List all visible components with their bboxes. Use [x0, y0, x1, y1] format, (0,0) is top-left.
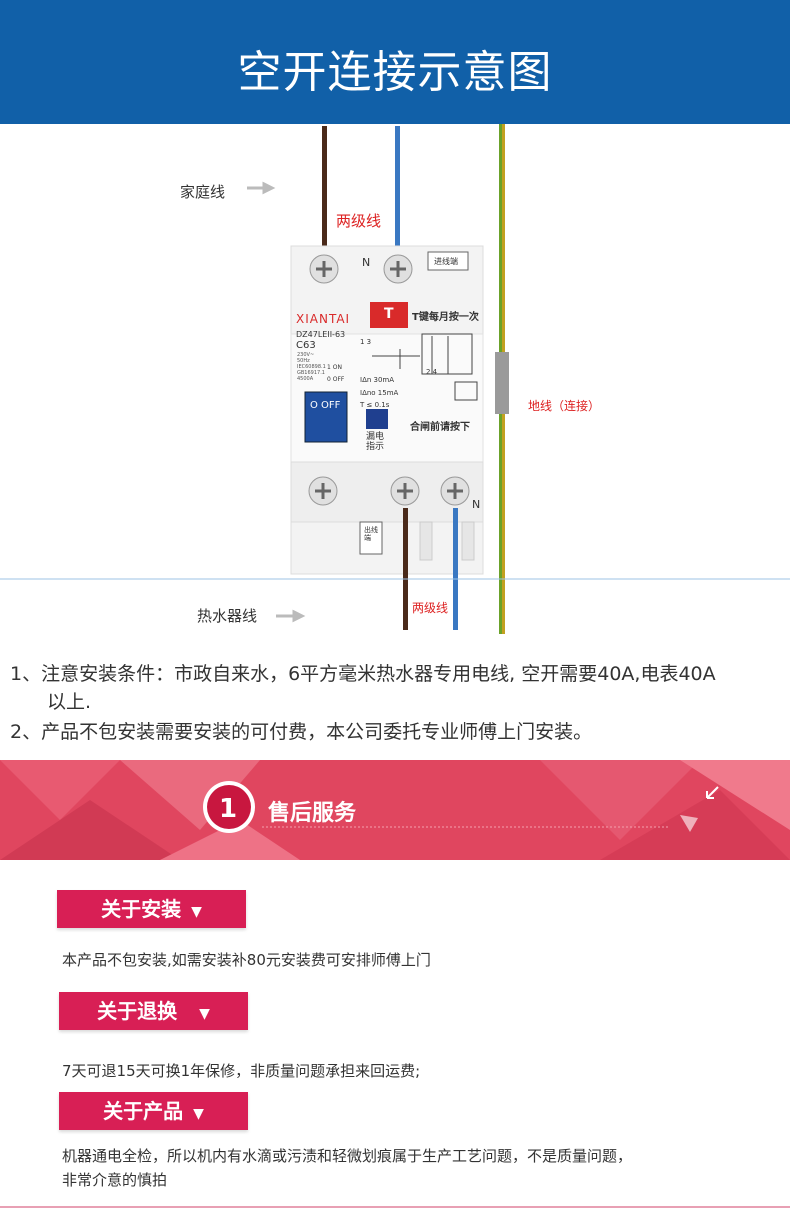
- tag-about-product-label: 关于产品: [103, 1099, 184, 1123]
- after-sales-banner: 1 售后服务: [0, 760, 790, 860]
- n-bottom-label: N: [472, 498, 481, 511]
- triangle-down-icon: ▼: [191, 904, 202, 920]
- arrow-icon-household: [247, 181, 276, 195]
- switch-on-label: 1 ON: [327, 364, 342, 371]
- tag-about-install: 关于安装 ▼: [57, 890, 246, 928]
- blue-wire-bottom: [453, 508, 458, 630]
- idn-label: IΔn 30mA: [360, 376, 395, 384]
- ground-connector: [495, 352, 509, 414]
- label-two-wire-bottom: 两级线: [412, 601, 449, 615]
- switch-off-label: 0 OFF: [327, 376, 345, 383]
- tag-about-install-label: 关于安装: [101, 897, 182, 921]
- breaker-model: DZ47LEII-63: [296, 330, 346, 339]
- tag-about-product: 关于产品 ▼: [59, 1092, 248, 1130]
- tag-about-return: 关于退换 ▼: [59, 992, 248, 1030]
- n-top-label: N: [362, 256, 371, 269]
- install-notes: 1、注意安装条件：市政自来水，6平方毫米热水器专用电线, 空开需要40A,电表4…: [10, 660, 785, 746]
- page-title: 空开连接示意图: [237, 47, 553, 98]
- trip-time-label: T ≤ 0.1s: [360, 401, 390, 409]
- note-line-1: 1、注意安装条件：市政自来水，6平方毫米热水器专用电线, 空开需要40A,电表4…: [10, 663, 716, 685]
- brown-wire-top: [322, 126, 327, 248]
- arrow-icon-water-heater: [276, 609, 306, 623]
- banner-background: [0, 760, 790, 860]
- leak-indicator: [366, 409, 388, 429]
- bottom-divider: [0, 1206, 790, 1208]
- label-two-wire-top: 两级线: [336, 212, 382, 230]
- note-line-2: 2、产品不包安装需要安装的可付费，本公司委托专业师傅上门安装。: [10, 721, 593, 743]
- reset-note: 合闸前请按下: [410, 422, 470, 433]
- breaker-brand: XIANTAI: [296, 312, 351, 326]
- terminals-bottom: 2 4: [426, 368, 438, 376]
- return-text: 7天可退15天可换1年保修，非质量问题承担来回运费;: [62, 1062, 421, 1080]
- blue-wire-top: [395, 126, 400, 248]
- triangle-down-icon: ▼: [199, 1006, 210, 1022]
- test-button-label: T: [384, 306, 394, 322]
- label-water-heater-wire: 热水器线: [197, 607, 258, 625]
- breaker-spec-5: 4500A: [297, 376, 314, 382]
- breaker-spec-1: 230V~: [297, 352, 315, 358]
- leak-label: 漏电指示: [366, 432, 385, 452]
- product-text-1: 机器通电全检，所以机内有水滴或污渍和轻微划痕属于生产工艺问题，不是质量问题，: [62, 1147, 633, 1165]
- breaker-spec-3: IEC60898.1: [297, 364, 326, 370]
- breaker-rating: C63: [296, 340, 316, 351]
- header-bar: 空开连接示意图: [0, 0, 790, 124]
- terminals-top: 1 3: [360, 338, 372, 346]
- breaker-spec-2: 50Hz: [297, 358, 310, 364]
- label-household-wire: 家庭线: [180, 183, 226, 201]
- out-label: 出线端: [364, 526, 378, 542]
- test-button: [370, 302, 408, 328]
- test-note: T键每月按一次: [412, 312, 479, 323]
- tag-about-return-label: 关于退换: [97, 999, 178, 1023]
- brown-wire-bottom: [403, 508, 408, 630]
- label-ground-wire: 地线（连接）: [528, 399, 601, 413]
- triangle-down-icon: ▼: [193, 1106, 204, 1122]
- install-text: 本产品不包安装,如需安装补80元安装费可安排师傅上门: [62, 951, 431, 969]
- banner-title: 售后服务: [268, 801, 357, 826]
- banner-number: 1: [219, 794, 238, 824]
- in-label: 进线端: [434, 257, 458, 266]
- switch-handle: [304, 391, 348, 443]
- handle-label: O OFF: [310, 400, 341, 411]
- wiring-diagram: [0, 124, 790, 634]
- idno-label: IΔno 15mA: [360, 389, 399, 397]
- product-text-2: 非常介意的慎拍: [62, 1171, 168, 1189]
- note-line-1b: 以上.: [47, 691, 92, 713]
- circuit-breaker: [290, 245, 484, 575]
- breaker-spec-4: GB16917.1: [297, 370, 325, 376]
